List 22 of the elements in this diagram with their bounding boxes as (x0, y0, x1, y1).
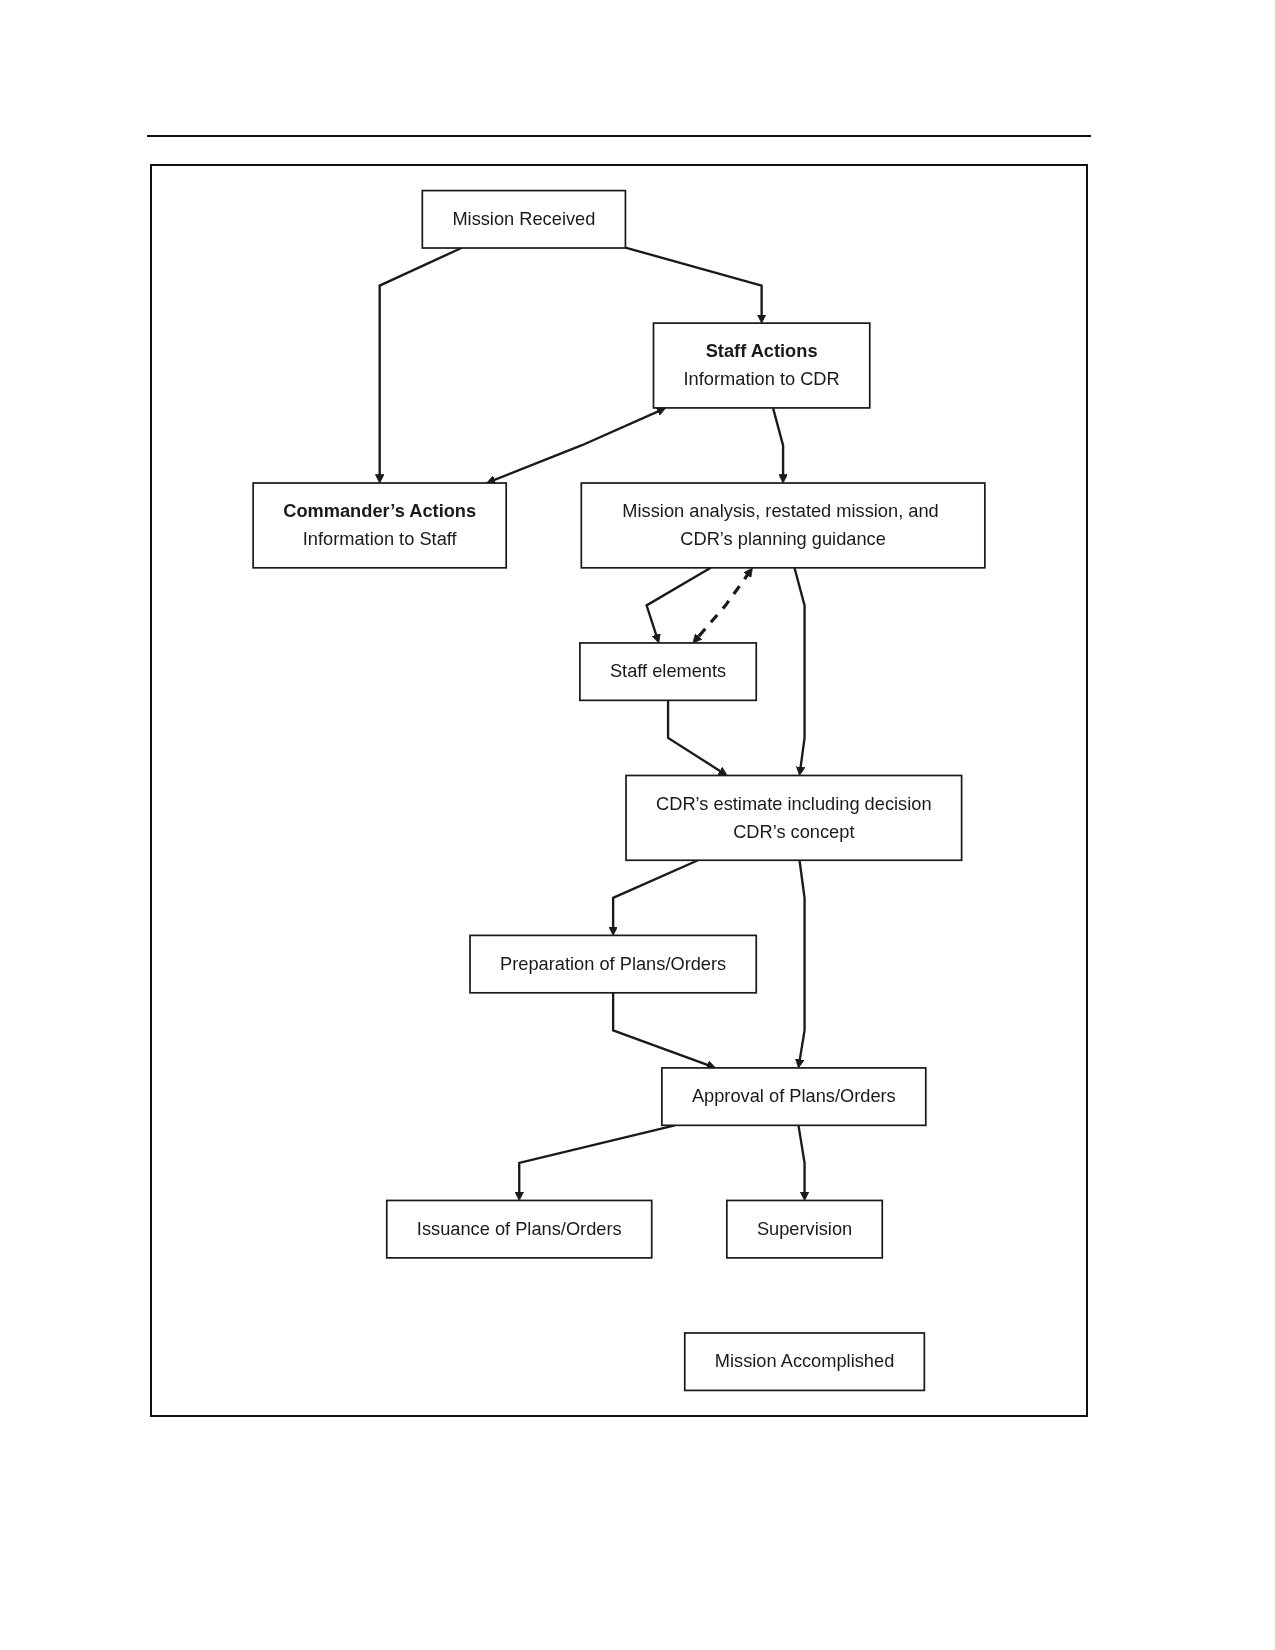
node-box: Issuance of Plans/Orders (385, 1199, 653, 1259)
arrow (625, 246, 767, 324)
arrow (645, 566, 712, 644)
node-box: Supervision (726, 1199, 884, 1259)
arrow (793, 567, 806, 776)
node-box: Mission Received (421, 189, 627, 249)
node-box: Commander’s Actions Information to Staff (252, 482, 508, 569)
arrow (795, 860, 806, 1069)
arrow (771, 407, 788, 484)
arrow (514, 1124, 676, 1201)
arrow (666, 700, 728, 776)
arrow (797, 1125, 810, 1201)
arrow (608, 859, 699, 936)
node-box: Mission analysis, restated mission, and CDR’s planning guidance (580, 482, 986, 569)
node-box: Mission Accomplished (683, 1332, 926, 1392)
arrow (692, 567, 753, 644)
arrow (486, 407, 667, 485)
node-box: Approval of Plans/Orders (661, 1067, 927, 1127)
node-box: CDR’s estimate including decision CDR’s concept (625, 774, 963, 862)
node-box: Preparation of Plans/Orders (469, 934, 758, 994)
node-box: Staff Actions Information to CDR (652, 322, 871, 409)
node-box: Staff elements (579, 642, 758, 702)
